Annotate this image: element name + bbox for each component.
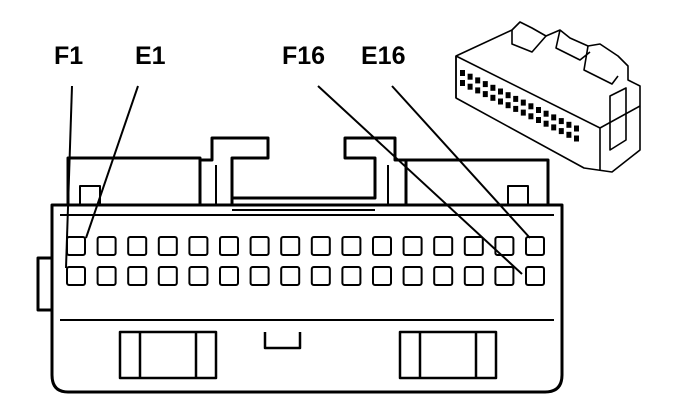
thumbnail-pin <box>551 124 557 131</box>
thumbnail-pin <box>574 135 579 142</box>
pin-cavity <box>341 266 362 286</box>
thumbnail-pin <box>566 121 572 128</box>
pin-cavities <box>66 236 545 286</box>
pin-cavity <box>433 266 454 286</box>
pin-label-e1: E1 <box>135 42 166 70</box>
thumbnail-pin <box>482 81 488 88</box>
thumbnail-pin <box>498 88 503 95</box>
thumbnail-pin <box>543 120 549 127</box>
pin-cavity <box>310 266 331 286</box>
pin-cavity <box>463 266 484 286</box>
pin-label-f16: F16 <box>282 42 326 70</box>
pin-cavity <box>525 266 545 286</box>
thumbnail-pin <box>513 95 519 102</box>
thumbnail-pin <box>558 118 564 125</box>
pin-cavity <box>66 266 86 286</box>
bottom-notch <box>263 332 302 350</box>
pin-cavity <box>433 236 454 256</box>
thumbnail-pin <box>551 114 557 121</box>
pin-cavity <box>310 236 331 256</box>
pin-cavity <box>494 236 515 256</box>
pin-cavity <box>525 236 545 256</box>
thumbnail-pin <box>536 117 541 123</box>
latch-ledge <box>215 165 389 211</box>
pin-cavity <box>372 266 392 286</box>
thumbnail-pin <box>482 91 488 98</box>
pin-cavity <box>280 266 301 286</box>
left-corner-notch <box>79 185 101 205</box>
pin-cavity <box>494 266 515 286</box>
pin-cavity <box>402 236 423 256</box>
pin-label-e16: E16 <box>361 42 406 70</box>
pin-cavity <box>96 236 117 256</box>
pin-label-f1: F1 <box>54 42 84 70</box>
pin-cavity <box>66 236 86 256</box>
thumbnail-pin <box>520 109 526 116</box>
thumbnail-pin <box>513 105 519 112</box>
pin-cavity <box>249 236 270 256</box>
pin-cavity <box>188 236 209 256</box>
pin-cavity <box>402 266 423 286</box>
thumbnail-pin <box>490 84 496 91</box>
thumbnail-pin <box>566 131 572 138</box>
bottom-key-right <box>398 330 498 380</box>
leader-f1 <box>65 85 73 269</box>
thumbnail-pin <box>505 92 511 99</box>
thumbnail-pin <box>558 128 564 135</box>
thumbnail-pin <box>467 83 473 90</box>
leader-e16 <box>391 85 531 239</box>
thumbnail-pin <box>475 77 481 84</box>
pin-cavity <box>341 236 362 256</box>
pin-cavity <box>188 266 209 286</box>
pin-cavity <box>372 236 392 256</box>
connector-isometric-thumbnail <box>455 21 641 173</box>
thumbnail-pin <box>490 94 496 101</box>
thumbnail-pin <box>574 125 579 132</box>
connector-top-housing <box>66 136 550 205</box>
face-plate-line <box>60 214 554 321</box>
pin-cavity <box>127 266 148 286</box>
left-tab <box>36 256 52 312</box>
thumbnail-pin <box>528 103 534 110</box>
thumbnail-pin <box>460 70 465 76</box>
pin-cavity <box>249 266 270 286</box>
leader-e1 <box>85 85 139 239</box>
pin-cavity <box>96 266 117 286</box>
pin-cavity <box>157 266 178 286</box>
pin-cavity <box>463 236 484 256</box>
connector-body <box>50 203 564 394</box>
thumbnail-pin <box>536 107 541 113</box>
thumbnail-pin-grid <box>460 70 579 142</box>
right-corner-notch <box>507 185 529 205</box>
pin-cavity <box>127 236 148 256</box>
thumbnail-pin <box>505 102 511 109</box>
bottom-key-left <box>118 330 218 380</box>
thumbnail-pin <box>520 99 526 106</box>
thumbnail-pin <box>498 98 503 105</box>
pin-cavity <box>157 236 178 256</box>
pin-cavity <box>219 266 239 286</box>
thumbnail-pin <box>475 87 481 94</box>
thumbnail-pin <box>460 80 465 86</box>
thumbnail-pin <box>528 113 534 120</box>
thumbnail-pin <box>543 110 549 117</box>
leader-f16 <box>317 85 523 275</box>
thumbnail-pin <box>467 73 473 80</box>
pin-cavity <box>280 236 301 256</box>
pin-cavity <box>219 236 239 256</box>
